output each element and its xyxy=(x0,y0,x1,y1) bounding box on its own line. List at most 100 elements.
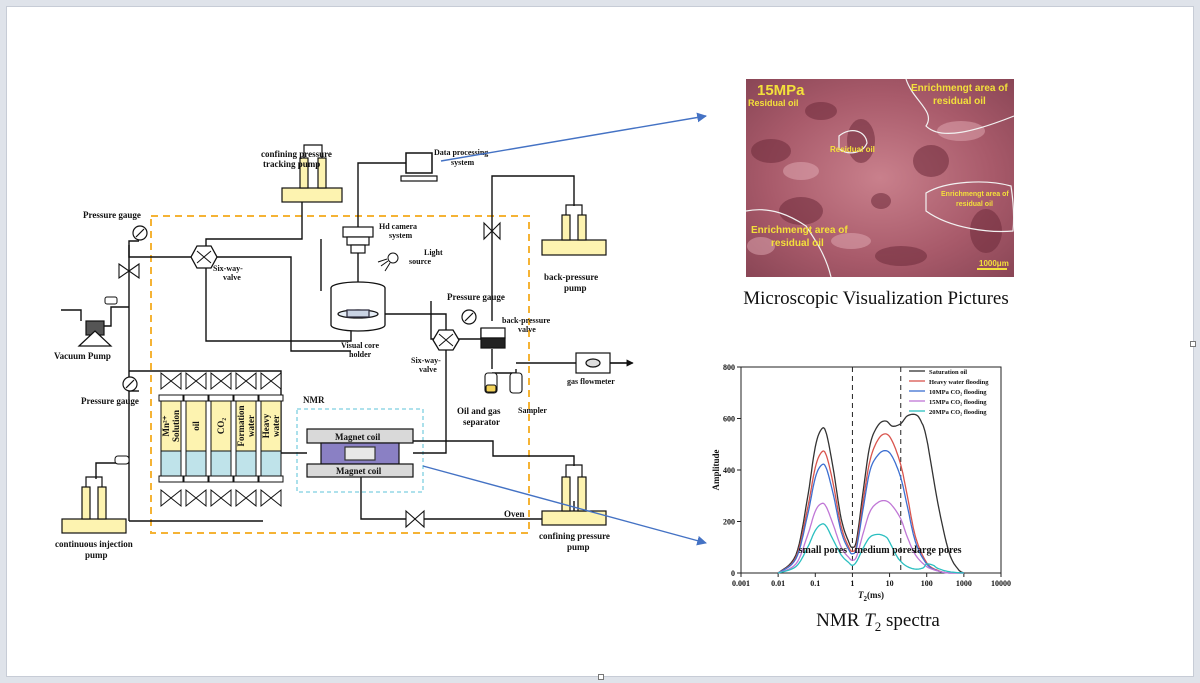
selection-handle-bottom[interactable] xyxy=(598,674,604,680)
six-way-valve-1 xyxy=(190,245,218,269)
y-tick-label: 800 xyxy=(723,363,735,372)
cylinder-label-line: water xyxy=(246,415,256,437)
valve-icon xyxy=(104,296,130,465)
nmr-caption-var: T xyxy=(864,610,876,631)
gas-flowmeter xyxy=(575,352,634,374)
legend-label: 20MPa CO₂ flooding xyxy=(929,409,987,416)
legend-label: 10MPa CO₂ flooding xyxy=(929,389,987,396)
back-pressure-valve xyxy=(480,327,506,349)
oil-gas-separator-label-2: separator xyxy=(463,417,500,427)
cylinder-label-4: Heavywater xyxy=(261,413,281,438)
cylinder-2: CO₂ xyxy=(208,371,234,508)
cylinder-lower xyxy=(260,450,282,477)
region-label: medium pores xyxy=(855,545,916,556)
cylinder-label-2: CO₂ xyxy=(216,418,226,435)
valve-icon xyxy=(185,488,207,508)
x-tick-label: 0.1 xyxy=(810,579,820,588)
magnet-coil-bottom-label: Magnet coil xyxy=(336,466,382,476)
x-axis-label-unit: (ms) xyxy=(867,590,884,600)
nmr-label: NMR xyxy=(303,395,325,405)
confining-tracking-pump-label-2: tracking pump xyxy=(263,159,320,169)
pressure-gauge-icon xyxy=(122,225,477,392)
six-way-valve-2 xyxy=(432,329,460,351)
valve-icon xyxy=(260,371,282,391)
continuous-injection-pump-label: continuous injection xyxy=(55,539,133,549)
magnet-coil-top-label: Magnet coil xyxy=(335,432,381,442)
confining-tracking-pump-label: confining pressure xyxy=(261,149,332,159)
cylinder-cap-top xyxy=(233,394,259,402)
series-line-4 xyxy=(777,523,964,574)
chart-plot-area xyxy=(740,366,1002,574)
valve-icon xyxy=(160,488,182,508)
micro-enrich-1-2: residual oil xyxy=(933,96,986,107)
six-way-valve-1-label: Six-way- xyxy=(213,264,243,273)
series-line-1 xyxy=(777,433,964,574)
nmr-caption-sub: 2 xyxy=(875,619,882,634)
cylinder-0: Mn²⁺Solution xyxy=(158,371,184,508)
selection-handle-right[interactable] xyxy=(1190,341,1196,347)
valve-icon xyxy=(210,371,232,391)
y-axis-label: Amplitude xyxy=(711,449,721,490)
region-label: small pores xyxy=(799,545,848,556)
cylinder-lower xyxy=(235,450,257,477)
micro-enrich-3-2: residual oil xyxy=(771,238,824,249)
x-tick-label: 100 xyxy=(921,579,933,588)
cylinder-label-line: Solution xyxy=(171,410,181,442)
legend-label: 15MPa CO₂ flooding xyxy=(929,399,987,406)
y-tick-label: 200 xyxy=(723,518,735,527)
confining-pressure-pump xyxy=(541,464,607,526)
cylinder-label-0: Mn²⁺Solution xyxy=(161,410,181,442)
micro-residual-oil-1: Residual oil xyxy=(748,98,799,108)
microscopic-image: 15MPa Residual oil Residual oil Enrichme… xyxy=(746,79,1014,277)
back-pressure-pump xyxy=(541,204,607,256)
cylinder-cap-bottom xyxy=(258,475,284,483)
sampler-label: Sampler xyxy=(518,406,547,415)
cylinder-lower xyxy=(160,450,182,477)
valve-icon xyxy=(235,488,257,508)
x-tick-label: 10000 xyxy=(991,579,1011,588)
nmr-caption-suffix: spectra xyxy=(881,610,940,631)
micro-enrich-2-2: residual oil xyxy=(956,201,993,208)
nmr-caption: NMR T2 spectra xyxy=(816,610,940,634)
six-way-valve-2-label: Six-way- xyxy=(411,356,441,365)
cylinder-cap-bottom xyxy=(158,475,184,483)
micro-residual-oil-2: Residual oil xyxy=(830,145,875,154)
cylinder-cap-top xyxy=(258,394,284,402)
six-way-valve-1-label-2: valve xyxy=(223,273,241,282)
continuous-injection-pump-label-2: pump xyxy=(85,550,108,560)
confining-pressure-pump-label: confining pressure xyxy=(539,531,610,541)
oil-gas-separator-label: Oil and gas xyxy=(457,406,501,416)
cylinder-cap-bottom xyxy=(183,475,209,483)
gas-flowmeter-label: gas flowmeter xyxy=(567,377,615,386)
visual-core-holder xyxy=(330,281,386,332)
legend-label: Saturation oil xyxy=(929,369,967,376)
pressure-gauge-bottom-label: Pressure gauge xyxy=(81,396,139,406)
cylinder-label-1: oil xyxy=(191,421,201,431)
y-tick-label: 0 xyxy=(731,569,735,578)
oven-label: Oven xyxy=(504,509,525,519)
back-pressure-pump-label: back-pressure xyxy=(544,272,598,282)
x-tick-label: 1000 xyxy=(956,579,972,588)
cylinder-label-line: Formation xyxy=(236,406,246,447)
nmr-magnet xyxy=(306,428,414,478)
visual-core-holder-label-2: holder xyxy=(349,350,372,359)
arrow-to-micro xyxy=(440,112,707,162)
computer-icon xyxy=(400,152,438,182)
back-pressure-pump-label-2: pump xyxy=(564,283,587,293)
cylinder-label-line: oil xyxy=(191,421,201,431)
cylinder-cap-bottom xyxy=(208,475,234,483)
fluid-cylinders: Mn²⁺Solution oil CO₂ Formationwater Heavywat… xyxy=(158,371,284,508)
cylinder-4: Heavywater xyxy=(258,371,284,508)
series-line-0 xyxy=(777,413,965,574)
valve-icon xyxy=(210,488,232,508)
